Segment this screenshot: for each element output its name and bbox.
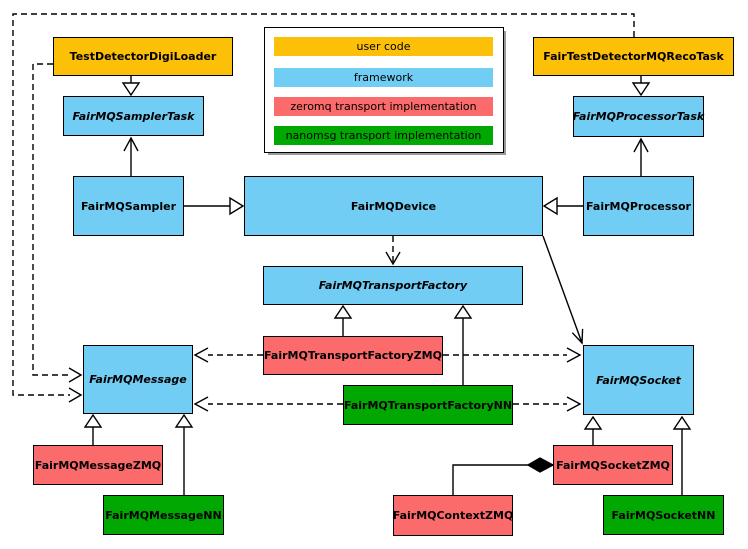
- edge-factorynn-creates-message: [193, 396, 343, 412]
- node-fairmqsocket: FairMQSocket: [583, 345, 694, 415]
- edge-factoryzmq-creates-message: [193, 347, 263, 363]
- edge-factorynn-creates-socket: [513, 396, 582, 412]
- edge-sampler-extends-device: [184, 196, 245, 216]
- node-fairmqtransportfactory: FairMQTransportFactory: [263, 266, 523, 305]
- node-fairmqprocessortask: FairMQProcessorTask: [573, 96, 704, 137]
- edge-processor-extends-device: [542, 196, 583, 216]
- edge-recotask-depends-message: [12, 13, 635, 403]
- edge-factorynn-extends-transportfactory: [453, 304, 473, 385]
- edge-digiloader-depends-message: [32, 63, 83, 383]
- edge-socketnn-extends-socket: [672, 415, 692, 495]
- legend-item-nanomsg: nanomsg transport implementation: [274, 126, 493, 145]
- edge-sampler-uses-samplertask: [123, 136, 139, 176]
- edge-digiloader-extends-samplertask: [121, 76, 141, 97]
- edge-messagenn-extends-message: [174, 413, 194, 495]
- legend: user code framework zeromq transport imp…: [264, 27, 504, 153]
- node-fairmqmessagenn: FairMQMessageNN: [103, 495, 224, 535]
- edge-factoryzmq-creates-socket: [443, 347, 582, 363]
- node-fairmqtransportfactoryzmq: FairMQTransportFactoryZMQ: [263, 336, 443, 375]
- node-fairmqsocketnn: FairMQSocketNN: [603, 495, 724, 535]
- edge-messagezmq-extends-message: [83, 413, 103, 445]
- edge-contextzmq-composed-socketzmq: [452, 457, 555, 495]
- node-fairmqmessage: FairMQMessage: [83, 345, 193, 414]
- legend-item-user-code: user code: [274, 37, 493, 56]
- edge-recotask-extends-processortask: [631, 76, 651, 97]
- node-fairmqdevice: FairMQDevice: [244, 176, 543, 236]
- node-fairmqtransportfactorynn: FairMQTransportFactoryNN: [343, 385, 513, 425]
- legend-item-framework: framework: [274, 68, 493, 87]
- node-fairmqprocessor: FairMQProcessor: [583, 176, 694, 236]
- node-fairmqsampler: FairMQSampler: [73, 176, 184, 236]
- node-fairmqcontextzmq: FairMQContextZMQ: [393, 495, 513, 536]
- node-fairmqsocketzmq: FairMQSocketZMQ: [553, 445, 673, 485]
- node-testdetectordigiloader: TestDetectorDigiLoader: [53, 37, 233, 76]
- legend-item-zeromq: zeromq transport implementation: [274, 97, 493, 116]
- edge-device-depends-transportfactory: [385, 236, 401, 266]
- edge-processor-uses-processortask: [633, 137, 649, 176]
- node-fairtestdetectormqrecotask: FairTestDetectorMQRecoTask: [533, 37, 734, 76]
- edge-socketzmq-extends-socket: [583, 415, 603, 445]
- edge-factoryzmq-extends-transportfactory: [333, 304, 353, 336]
- node-fairmqmessagezmq: FairMQMessageZMQ: [33, 445, 163, 485]
- node-fairmqsamplertask: FairMQSamplerTask: [63, 96, 204, 136]
- edge-device-uses-socket: [542, 235, 584, 345]
